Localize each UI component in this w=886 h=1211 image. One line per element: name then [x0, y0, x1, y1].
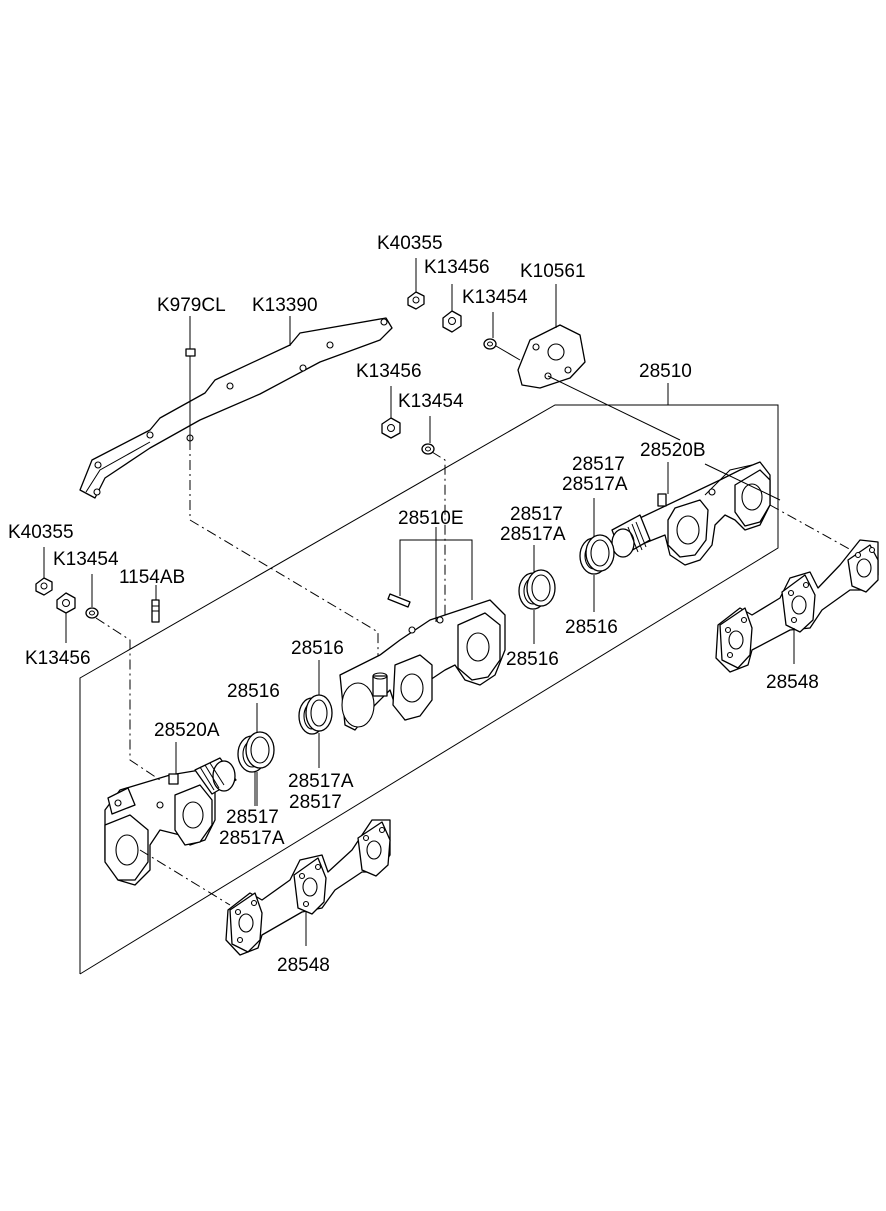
seal-ring-28516-right	[518, 569, 556, 610]
label-k10561: K10561	[520, 261, 586, 282]
stud-1154ab-left	[151, 599, 160, 623]
label-28517-r1: 28517	[572, 454, 625, 475]
label-28516-r2: 28516	[506, 649, 559, 670]
label-k13456-left: K13456	[25, 648, 91, 669]
bracket-k10561	[517, 324, 586, 389]
label-1154ab: 1154AB	[119, 567, 185, 588]
manifold-spigot-28520b	[611, 514, 651, 558]
nut-k40355-top	[407, 291, 425, 310]
seal-ring-28516-left	[237, 731, 275, 773]
label-28520a: 28520A	[154, 720, 220, 741]
label-28517-r2: 28517	[510, 504, 563, 525]
label-k13454-top: K13454	[462, 287, 528, 308]
washer-k13454-top	[483, 338, 497, 350]
seal-ring-28517-right	[579, 534, 615, 575]
washer-k13454-mid	[421, 443, 435, 455]
label-28510: 28510	[639, 361, 692, 382]
manifold-center-28510e	[339, 599, 506, 731]
nut-k13456-left	[56, 592, 76, 614]
label-28517a-c: 28517A	[288, 771, 354, 792]
assembly-bracket-outline	[79, 404, 779, 975]
label-28520b: 28520B	[640, 440, 706, 461]
nut-k13456-top	[442, 310, 462, 333]
label-28517-l: 28517	[226, 807, 279, 828]
seal-ring-28516-center	[298, 694, 333, 735]
label-k40355-top: K40355	[377, 233, 443, 254]
manifold-spigot-28520a	[194, 757, 237, 795]
nut-k40355-left	[35, 577, 53, 596]
manifold-section-28520a	[104, 769, 216, 886]
heat-shield-part	[79, 317, 393, 499]
label-28516-c: 28516	[291, 638, 344, 659]
label-28510e: 28510E	[398, 508, 464, 529]
label-28517a-l: 28517A	[219, 828, 285, 849]
label-28517a-r2: 28517A	[500, 524, 566, 545]
manifold-section-28520b	[639, 461, 771, 566]
nut-k13456-mid	[381, 417, 401, 439]
label-28548-l: 28548	[277, 955, 330, 976]
label-k13454-left: K13454	[53, 549, 119, 570]
label-k13390: K13390	[252, 295, 318, 316]
label-k13454-mid: K13454	[398, 391, 464, 412]
label-28517a-r1: 28517A	[562, 474, 628, 495]
label-28516-r1: 28516	[565, 617, 618, 638]
stud-1154ab-center	[387, 593, 411, 608]
label-28517-c: 28517	[289, 792, 342, 813]
label-28548-r: 28548	[766, 672, 819, 693]
label-k13456-top: K13456	[424, 257, 490, 278]
gasket-28548-right	[715, 539, 879, 673]
gasket-28548-left	[225, 819, 391, 956]
label-28516-l: 28516	[227, 681, 280, 702]
washer-k13454-left	[85, 607, 99, 619]
label-k979cl: K979CL	[157, 295, 226, 316]
label-k40355-left: K40355	[8, 522, 74, 543]
label-k13456-mid: K13456	[356, 361, 422, 382]
